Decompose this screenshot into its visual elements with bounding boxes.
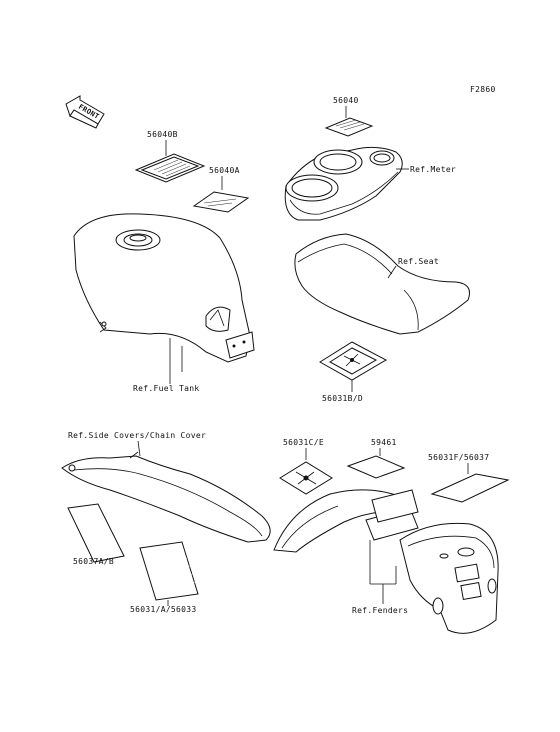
label-56037AB: 56037A/B (73, 557, 114, 566)
label-ref-side-covers: Ref.Side Covers/Chain Cover (68, 431, 206, 440)
label-56031F56037: 56031F/56037 (428, 453, 489, 462)
label-56040: 56040 (333, 96, 359, 105)
decal-56037AB (67, 503, 125, 563)
diagram-code: F2860 (470, 85, 496, 94)
label-ref-seat: Ref.Seat (398, 257, 439, 266)
decal-56040A (192, 191, 250, 213)
label-56031BD: 56031B/D (322, 394, 363, 403)
fuel-tank (73, 213, 255, 372)
label-56031CE: 56031C/E (283, 438, 324, 447)
label-56031A56033: 56031/A/56033 (130, 605, 197, 614)
side-cover (61, 451, 271, 543)
decal-56031CE (279, 461, 333, 495)
label-ref-fenders: Ref.Fenders (352, 606, 408, 615)
label-ref-meter: Ref.Meter (410, 165, 456, 174)
seat (294, 233, 470, 335)
label-ref-fuel-tank: Ref.Fuel Tank (133, 384, 200, 393)
license-fender (399, 522, 499, 634)
decal-56031BD (319, 341, 388, 381)
decal-56031A56033 (139, 541, 199, 601)
rear-fender (273, 489, 419, 553)
decal-56040 (324, 117, 374, 137)
label-59461: 59461 (371, 438, 397, 447)
decal-59461 (346, 455, 406, 479)
front-arrow-icon: FRONT (65, 95, 105, 129)
decal-56040B (134, 153, 206, 183)
meter-unit (284, 146, 403, 221)
label-56040A: 56040A (209, 166, 240, 175)
label-56040B: 56040B (147, 130, 178, 139)
decal-56031F56037 (430, 473, 510, 503)
